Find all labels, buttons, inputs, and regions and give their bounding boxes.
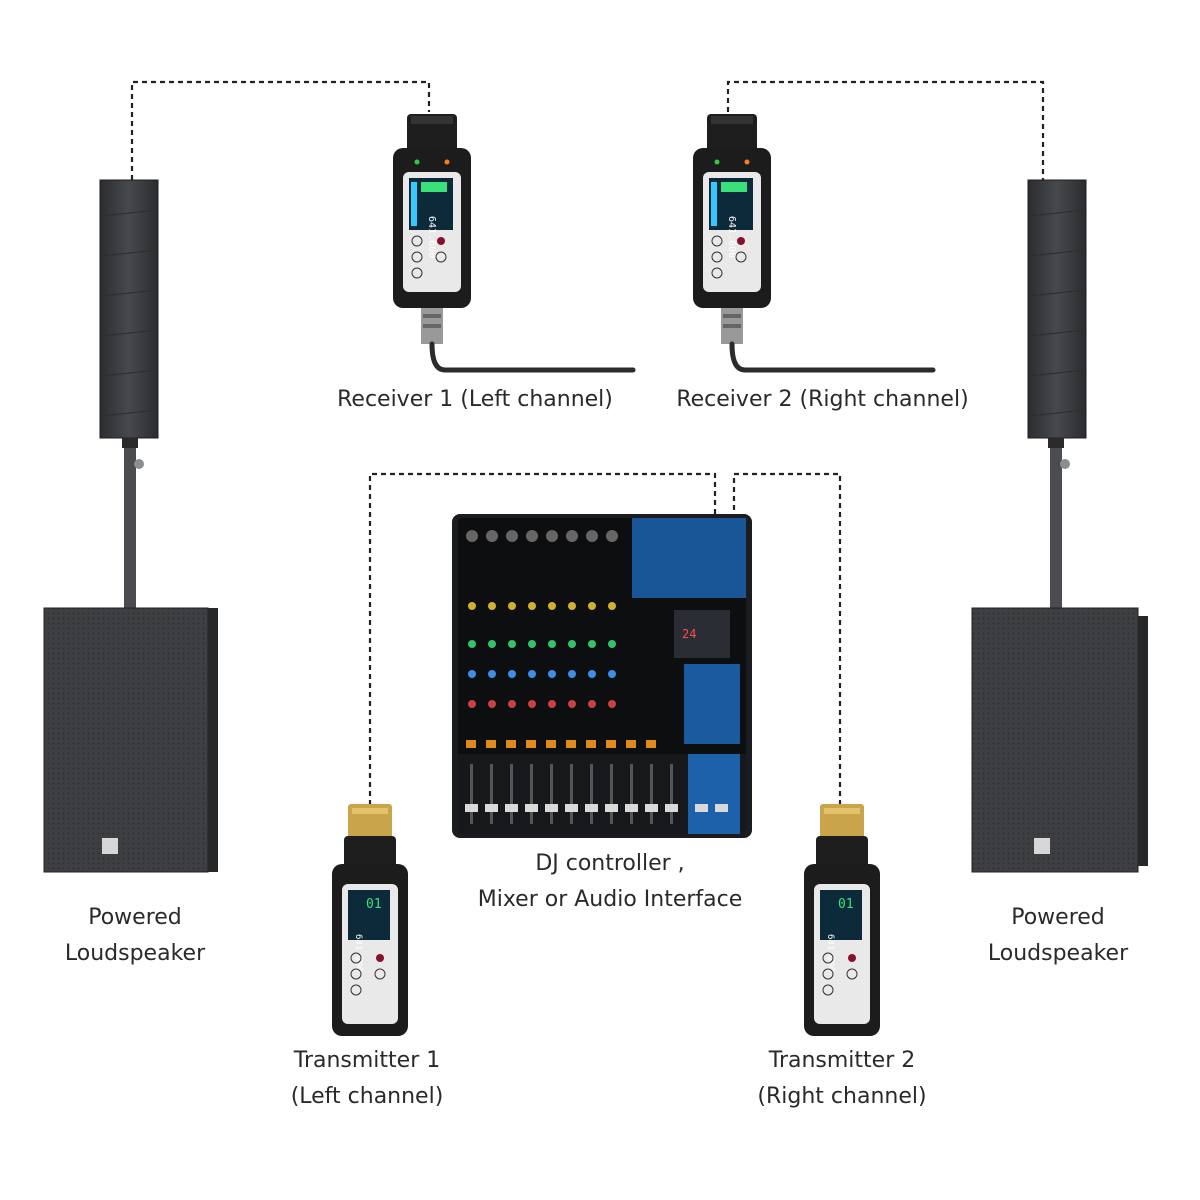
svg-text:01: 01 [366,897,382,912]
svg-text:01: 01 [838,897,854,912]
svg-text:24: 24 [682,627,696,641]
transmitter-2-label: Transmitter 2 (Right channel) [737,1043,947,1115]
speaker-left-label: Powered Loudspeaker [30,900,240,972]
wire-transmitter1-mixer [368,472,717,805]
transmitter-1-device: 01 641.600 [332,804,408,1036]
svg-text:641.600: 641.600 [726,216,737,258]
receiver-1-label-text: Receiver 1 (Left channel) [337,387,613,412]
transmitter-2-device: 01 641.600 [804,804,880,1036]
transmitter-1-label: Transmitter 1 (Left channel) [262,1043,472,1115]
antenna-icon [429,341,636,373]
speaker-right-label-line1: Powered [1011,905,1105,930]
transmitter-2-label-line2: (Right channel) [757,1084,927,1109]
receiver-1-device: 641.600 [393,114,636,373]
mixer-label-line1: DJ controller , [535,851,685,876]
up-arrow-icon [411,235,423,247]
receiver-2-label: Receiver 2 (Right channel) [665,382,980,418]
speaker-left-label-line1: Powered [88,905,182,930]
powered-loudspeaker-left [43,179,218,873]
svg-text:641.600: 641.600 [426,216,437,258]
receiver-2-device: 641.600 [693,114,936,373]
transmitter-1-label-line1: Transmitter 1 [293,1048,441,1073]
mixer-label: DJ controller , Mixer or Audio Interface [440,846,780,918]
receiver-1-label: Receiver 1 (Left channel) [330,382,620,418]
set-button-icon [435,251,447,263]
transmitter-2-label-line1: Transmitter 2 [768,1048,916,1073]
transmitter-1-label-line2: (Left channel) [290,1084,444,1109]
down-arrow-icon [411,267,423,279]
power-led-icon [414,159,420,165]
audio-mixer: 24 [452,514,752,838]
speaker-left-label-line2: Loudspeaker [64,941,206,966]
mixer-label-line2: Mixer or Audio Interface [477,887,743,912]
receiver-2-label-text: Receiver 2 (Right channel) [676,387,969,412]
wire-receiver1-speaker-left [130,80,431,180]
wire-transmitter2-mixer [732,472,842,805]
speaker-right-label: Powered Loudspeaker [953,900,1163,972]
power-button-icon [437,237,445,245]
powered-loudspeaker-right [971,179,1148,873]
speaker-right-label-line2: Loudspeaker [987,941,1129,966]
